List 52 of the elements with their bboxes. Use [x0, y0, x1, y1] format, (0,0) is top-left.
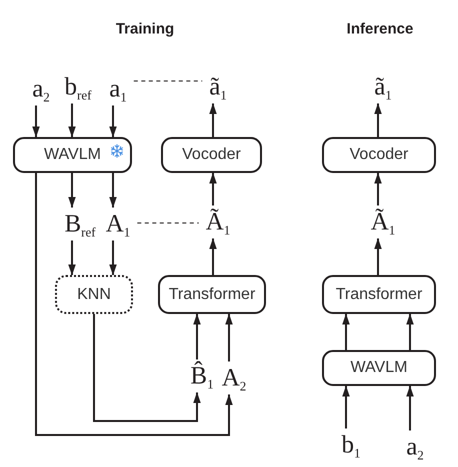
arrow	[109, 106, 117, 138]
module-name: Transformer	[336, 286, 422, 304]
arrow	[32, 106, 40, 138]
dashed-connector	[133, 80, 203, 82]
variable-symbol: B$_{ref}$	[64, 212, 96, 236]
arrow	[68, 173, 76, 208]
module-name: Vocoder	[182, 146, 241, 164]
arrow	[193, 314, 201, 360]
arrow	[109, 173, 117, 208]
module-box	[13, 137, 132, 173]
module-name: KNN	[77, 286, 111, 304]
arrow	[374, 172, 382, 206]
arrow	[342, 386, 350, 428]
variable-symbol: b$_{1}$	[342, 432, 360, 458]
module-name: Transformer	[168, 286, 256, 304]
arrow	[68, 104, 76, 138]
variable-symbol: a$_{2}$	[32, 76, 50, 102]
variable-symbol: b$_{ref}$	[64, 74, 92, 100]
module-box	[158, 275, 266, 314]
module-box	[322, 275, 436, 314]
arrow	[406, 386, 414, 430]
column-heading: Inference	[346, 20, 414, 38]
dotted-module-box	[55, 275, 133, 314]
arrow	[109, 240, 117, 276]
column-heading: Training	[116, 20, 174, 38]
variable-symbol: Ã$_{1}$	[206, 210, 230, 234]
arrow	[209, 103, 217, 137]
variable-symbol: a$_{2}$	[406, 434, 424, 460]
variable-symbol: ã$_{1}$	[374, 74, 392, 100]
dashed-connector	[136, 222, 200, 224]
arrow	[374, 103, 382, 137]
variable-symbol: Ã$_{1}$	[370, 210, 396, 234]
variable-symbol: a$_{1}$	[109, 76, 127, 102]
variable-symbol: A$_{1}$	[106, 212, 130, 236]
module-name: Vocoder	[350, 146, 408, 164]
variable-symbol: B̂$_{1}$	[190, 364, 214, 388]
module-box	[322, 137, 436, 173]
variable-symbol: ã$_{1}$	[209, 74, 227, 100]
arrow	[35, 173, 233, 436]
arrow	[93, 314, 201, 422]
arrow	[374, 238, 382, 275]
module-name: WAVLM	[350, 359, 408, 377]
arrow	[406, 314, 414, 350]
variable-symbol: A$_{2}$	[222, 366, 246, 390]
arrow	[209, 238, 217, 275]
arrow	[225, 314, 233, 362]
module-box	[322, 350, 436, 386]
arrow	[209, 172, 217, 206]
module-box	[161, 137, 262, 173]
arrow	[342, 314, 350, 350]
module-name: WAVLM	[44, 146, 101, 164]
arrow	[68, 240, 76, 276]
